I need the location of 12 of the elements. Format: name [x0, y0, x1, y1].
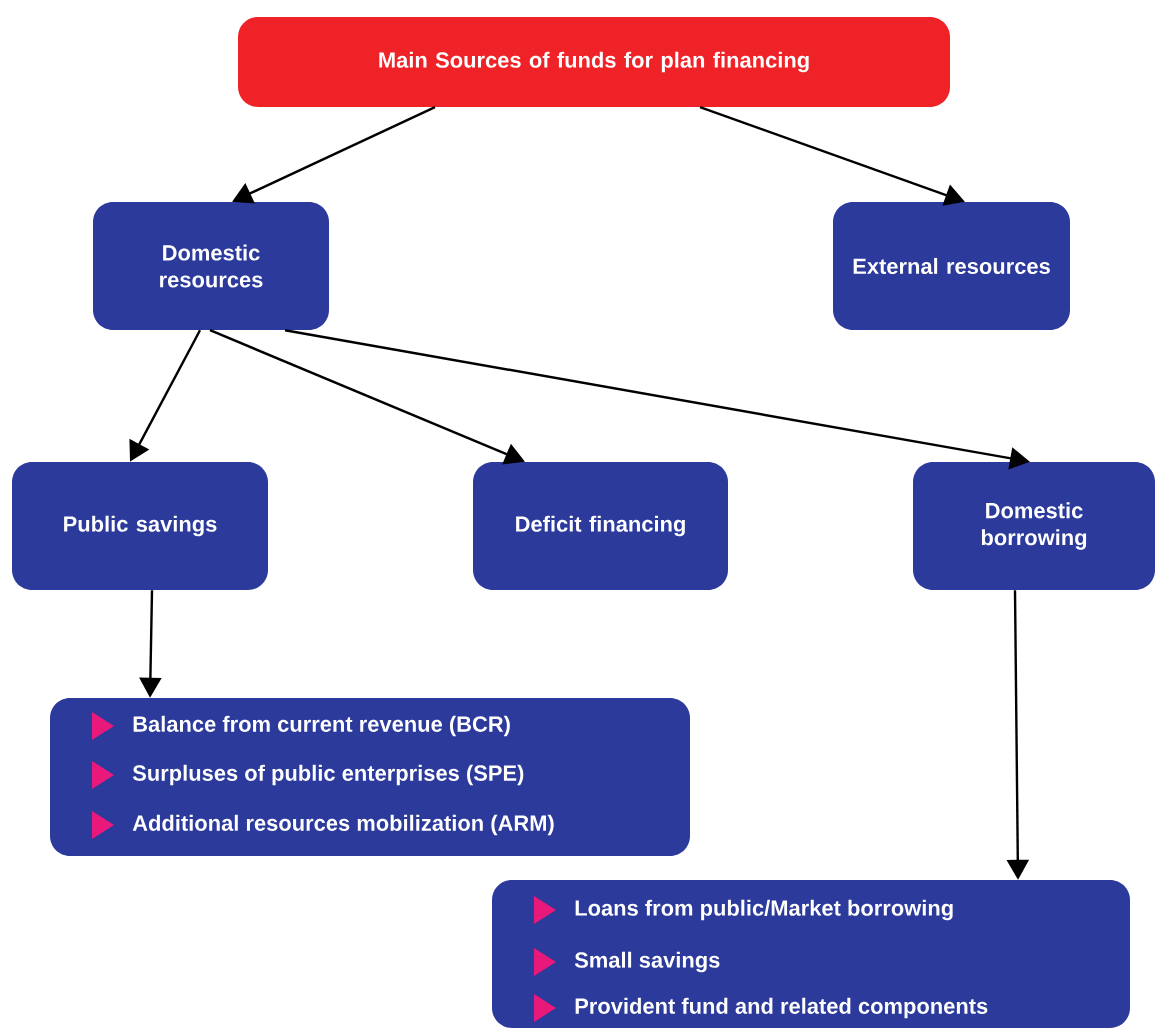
list-item: Loans from public/Market borrowing: [575, 899, 953, 921]
list-item: Provident fund and related components: [575, 997, 988, 1019]
category-box: Deficit financing: [473, 462, 728, 590]
list-item: Small savings: [574, 951, 720, 973]
list-item: Surpluses of public enterprises (SPE): [132, 764, 524, 786]
list-item: Balance from current revenue (BCR): [133, 715, 510, 737]
title-box: Main Sources of funds for plan financing: [238, 17, 950, 107]
category-box: Domestic borrowing: [913, 462, 1155, 590]
category-box: Domestic resources: [93, 202, 329, 330]
category-box: External resources: [833, 202, 1070, 330]
category-box: Public savings: [12, 462, 268, 590]
list-item: Additional resources mobilization (ARM): [132, 814, 554, 836]
